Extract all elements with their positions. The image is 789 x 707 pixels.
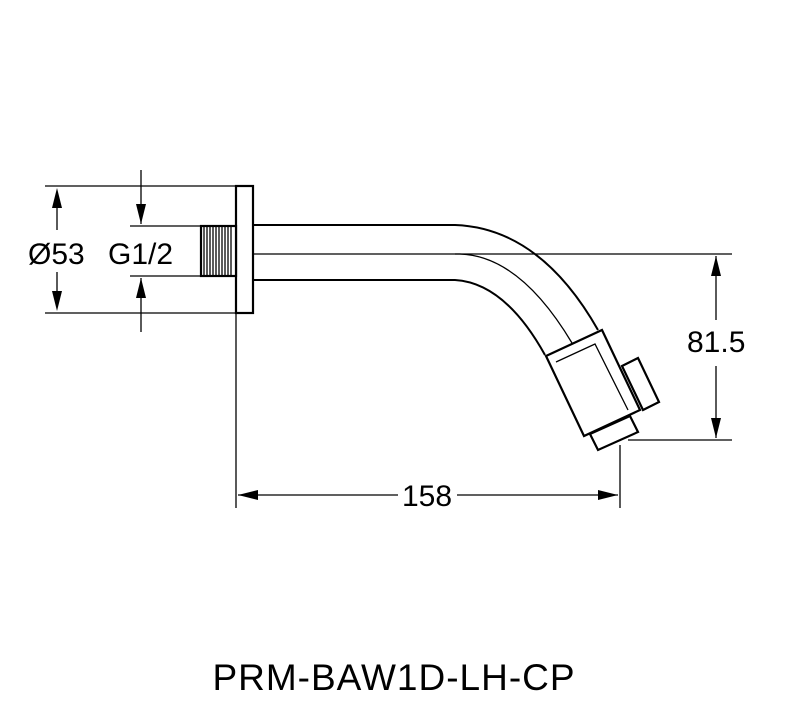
arrow-up-icon (136, 278, 146, 298)
spout-pipe-bottom-edge (253, 279, 546, 356)
model-code: PRM-BAW1D-LH-CP (212, 657, 575, 698)
push-button (620, 356, 661, 412)
spout-center-line (253, 253, 573, 344)
flange-diameter-label: Ø53 (28, 238, 85, 271)
arrow-right-icon (598, 490, 618, 500)
arrow-down-icon (711, 418, 721, 438)
length-label: 158 (402, 480, 452, 513)
height-label: 81.5 (687, 326, 745, 359)
dimension-thread-size: G1/2 (108, 170, 201, 332)
outlet-body-inner-line (555, 343, 629, 411)
wall-flange (234, 184, 255, 315)
arrow-up-icon (52, 188, 62, 208)
aerator-tip (588, 414, 640, 452)
thread-hatching (203, 226, 232, 276)
flange-and-thread (199, 184, 255, 315)
dimension-length: 158 (235, 313, 621, 513)
outlet-body (544, 328, 642, 438)
outlet-head (544, 328, 661, 452)
arrow-down-icon (136, 204, 146, 224)
arrow-left-icon (238, 490, 258, 500)
arrow-up-icon (711, 256, 721, 276)
spout-body (253, 224, 599, 356)
dimension-height: 81.5 (455, 253, 745, 441)
thread-size-label: G1/2 (108, 238, 173, 271)
arrow-down-icon (52, 291, 62, 311)
spout-pipe-top-edge (253, 224, 599, 331)
